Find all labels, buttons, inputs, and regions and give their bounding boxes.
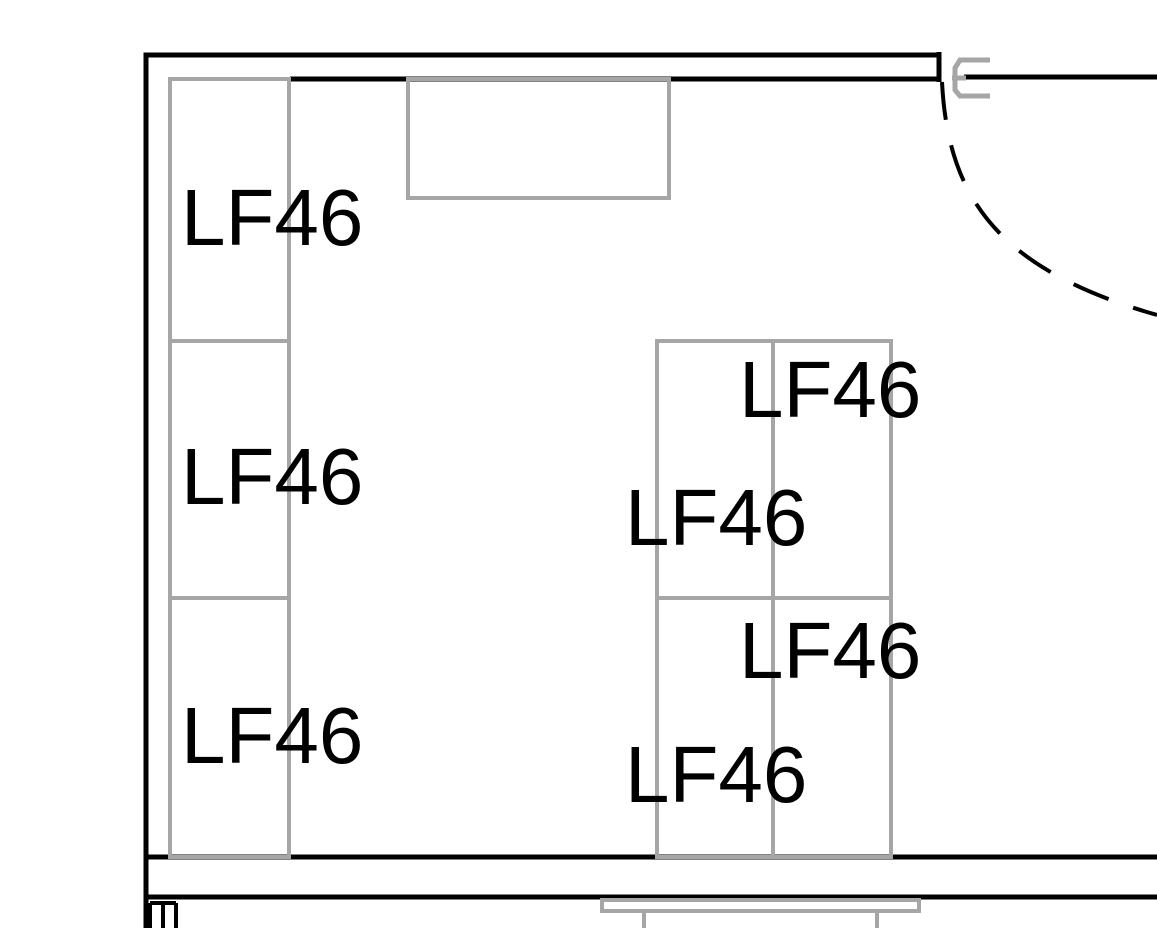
tag-center-lower-left: LF46 — [625, 730, 807, 819]
tag-left-top: LF46 — [181, 173, 363, 262]
tag-left-bottom: LF46 — [181, 691, 363, 780]
bottom-sill — [600, 898, 921, 928]
tag-center-upper-right: LF46 — [739, 345, 921, 434]
cabinet-center-lower-right — [771, 596, 893, 859]
center-cabinet-block — [655, 339, 893, 859]
top-counter — [406, 77, 671, 200]
tag-left-middle: LF46 — [181, 432, 363, 521]
room-walls — [143, 52, 1157, 928]
door — [940, 57, 1157, 317]
left-cabinet-stack — [168, 77, 291, 859]
cabinet-left-bottom — [168, 596, 291, 859]
door-swing-arc — [940, 81, 1157, 317]
sill-legs — [642, 911, 879, 928]
furniture-tags: LF46 LF46 LF46 LF46 LF46 LF46 LF46 — [181, 173, 921, 819]
sill-outline — [600, 898, 921, 913]
tag-center-lower-right: LF46 — [739, 606, 921, 695]
wall-stub-bottom-left — [148, 901, 178, 928]
tag-center-upper-left: LF46 — [625, 473, 807, 562]
outer-wall-top-left — [143, 52, 941, 928]
